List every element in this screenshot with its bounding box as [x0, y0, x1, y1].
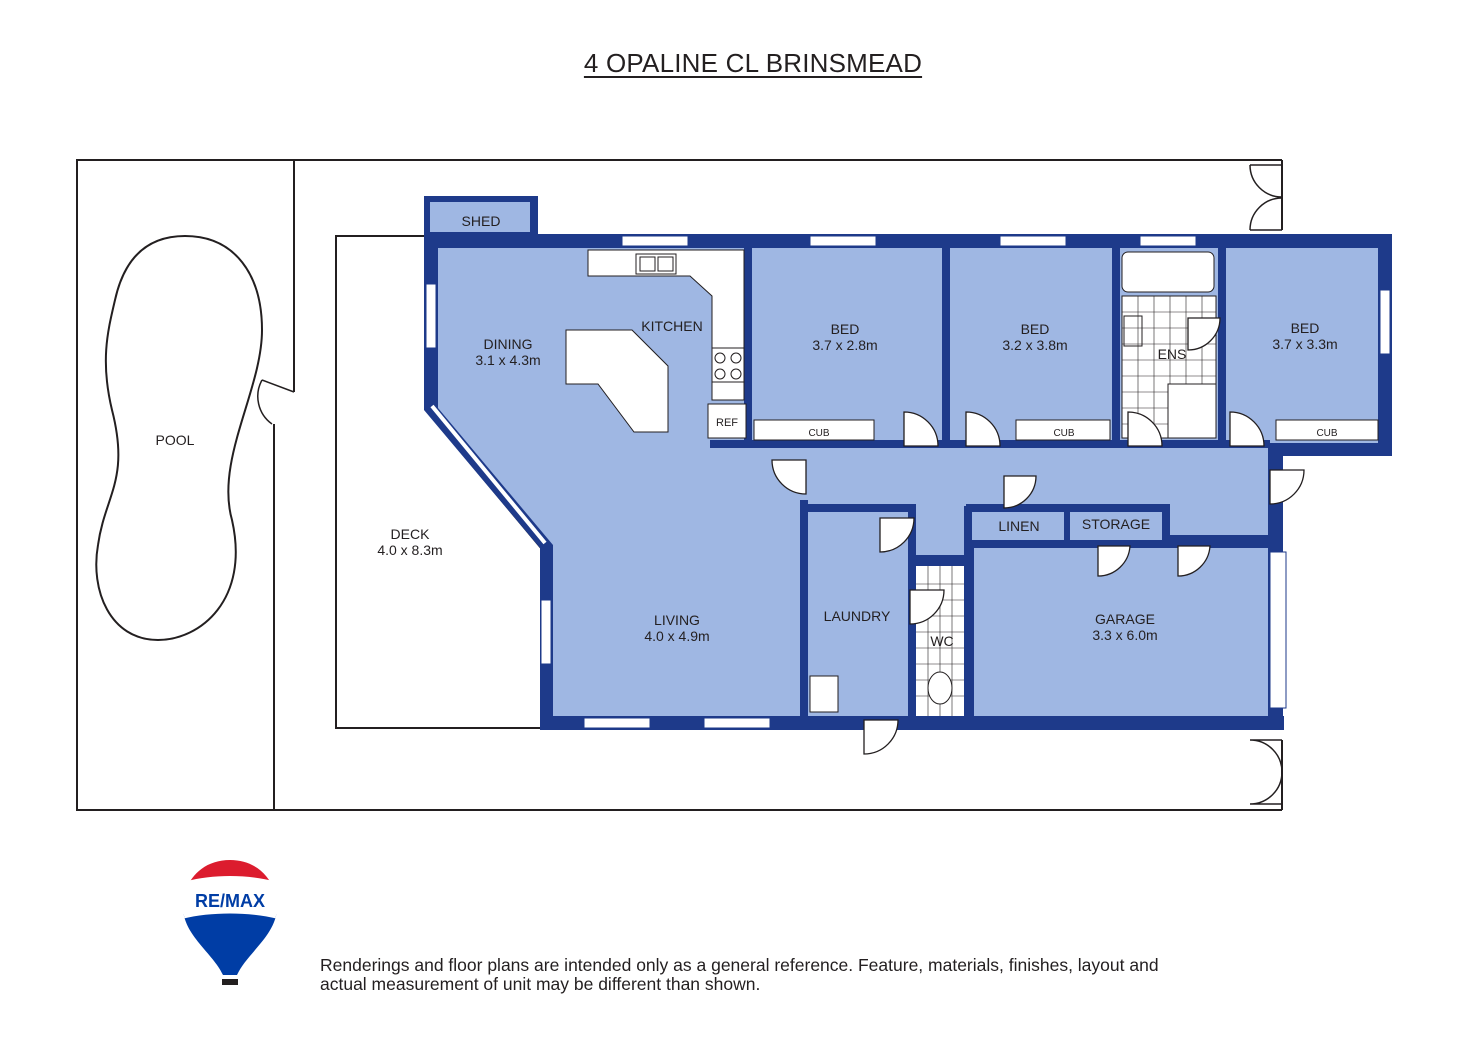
ensuite-tiles	[1122, 296, 1216, 438]
laundry-tub	[809, 675, 839, 713]
windows	[425, 235, 1391, 729]
label-kitchen: KITCHEN	[641, 318, 702, 334]
doors	[771, 317, 1305, 755]
label-bed-1: BED	[831, 321, 860, 337]
plan-title: 4 OPALINE CL BRINSMEAD	[583, 48, 923, 78]
label-pool: POOL	[156, 432, 195, 448]
label-cub-1: CUB	[808, 428, 829, 439]
dims-bed-2: 3.2 x 3.8m	[1002, 337, 1067, 353]
label-deck: DECK	[391, 526, 431, 542]
label-dining: DINING	[484, 336, 533, 352]
side-gates-top	[1249, 164, 1283, 231]
shed-floor	[430, 202, 530, 232]
dims-bed-3: 3.7 x 3.3m	[1272, 336, 1337, 352]
wardrobes	[753, 419, 1379, 441]
dims-bed-1: 3.7 x 2.8m	[812, 337, 877, 353]
side-gates-bottom	[1249, 739, 1283, 805]
label-storage: STORAGE	[1082, 516, 1150, 532]
label-ref: REF	[716, 417, 738, 429]
dims-dining: 3.1 x 4.3m	[475, 352, 540, 368]
label-bed-2: BED	[1021, 321, 1050, 337]
label-linen: LINEN	[998, 518, 1039, 534]
label-bed-3: BED	[1291, 320, 1320, 336]
dims-deck: 4.0 x 8.3m	[377, 542, 442, 558]
gate-swing	[257, 379, 295, 425]
pool-outline	[95, 234, 264, 642]
disclaimer: Renderings and floor plans are intended …	[320, 956, 1220, 994]
deck-slider	[430, 404, 547, 545]
label-living: LIVING	[654, 612, 700, 628]
site-boundary	[76, 159, 1283, 811]
label-ens: ENS	[1158, 346, 1187, 362]
dims-garage: 3.3 x 6.0m	[1092, 627, 1157, 643]
remax-balloon-logo: RE/MAX	[183, 860, 277, 985]
disclaimer-line-1: Renderings and floor plans are intended …	[320, 955, 1159, 975]
disclaimer-line-2: actual measurement of unit may be differ…	[320, 974, 761, 994]
label-wc: WC	[930, 633, 953, 649]
kitchen-benches	[565, 249, 747, 439]
toilet-icon	[927, 671, 953, 705]
label-cub-2: CUB	[1053, 428, 1074, 439]
label-laundry: LAUNDRY	[824, 608, 891, 624]
label-shed: SHED	[462, 213, 501, 229]
label-cub-3: CUB	[1316, 428, 1337, 439]
stove-hobs	[639, 256, 742, 380]
label-garage: GARAGE	[1095, 611, 1155, 627]
logo-brand-text: RE/MAX	[195, 891, 265, 911]
dims-living: 4.0 x 4.9m	[644, 628, 709, 644]
